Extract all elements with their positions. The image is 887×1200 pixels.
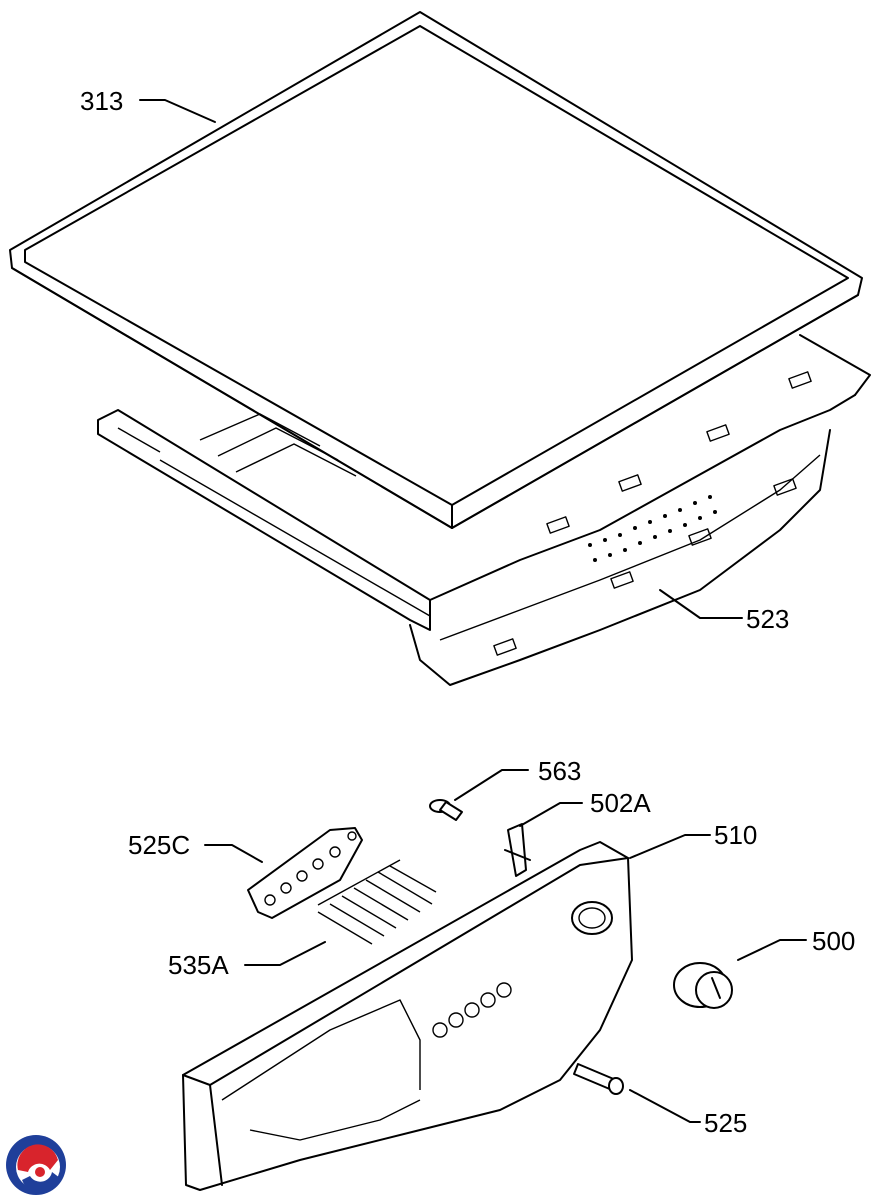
label-563: 563: [538, 756, 581, 786]
label-510: 510: [714, 820, 757, 850]
part-labels: 313 523 563 502A 510 525C 535A 500 525: [80, 86, 855, 1138]
part-523-frame: [97, 334, 871, 686]
label-523: 523: [746, 604, 789, 634]
part-510-fascia: [182, 841, 633, 1191]
label-313: 313: [80, 86, 123, 116]
part-563-pin: [429, 799, 463, 821]
part-525-shaft: [573, 1063, 624, 1095]
leader-lines: [139, 99, 807, 1123]
label-525C: 525C: [128, 830, 190, 860]
part-535A-rods: [317, 859, 437, 945]
part-502A-lever: [504, 823, 531, 877]
label-525: 525: [704, 1108, 747, 1138]
vent-holes: [588, 495, 717, 562]
part-500-knob: [673, 962, 733, 1009]
label-535A: 535A: [168, 950, 229, 980]
brand-logo: [6, 1135, 66, 1195]
label-500: 500: [812, 926, 855, 956]
part-313-top-lid: [9, 11, 863, 529]
label-502A: 502A: [590, 788, 651, 818]
part-525C-bracket: [247, 827, 363, 919]
